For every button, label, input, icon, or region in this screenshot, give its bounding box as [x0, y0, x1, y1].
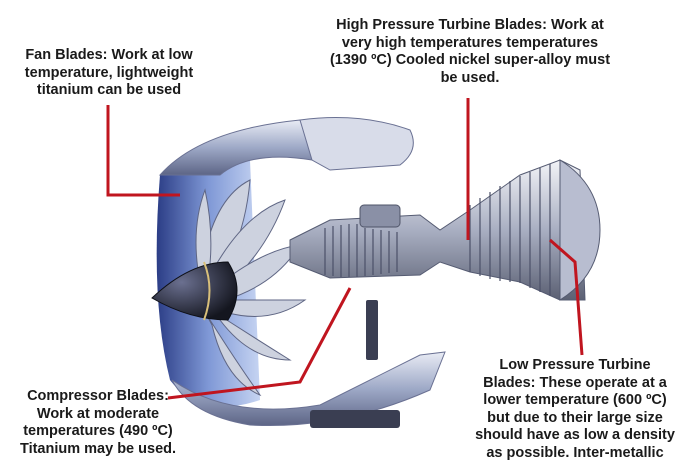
- leader-lines: [106, 98, 584, 400]
- fan-blades-label: Fan Blades: Work at low temperature, lig…: [24, 47, 194, 98]
- high-pressure-turbine-label: High Pressure Turbine Blades: Work at ve…: [329, 17, 611, 86]
- nose-cone: [151, 261, 238, 321]
- compressor-leader-line: [167, 287, 352, 400]
- fan-leader-line: [106, 105, 180, 197]
- turbine-blade-stages: [469, 164, 551, 296]
- engine-mount: [310, 300, 400, 428]
- engine-core: [289, 159, 601, 301]
- lpt-leader-line: [549, 238, 584, 356]
- compressor-blades-label: Compressor Blades: Work at moderate temp…: [19, 388, 177, 457]
- low-pressure-turbine-label: Low Pressure Turbine Blades: These opera…: [475, 357, 675, 461]
- compressor-blade-stages: [324, 224, 398, 277]
